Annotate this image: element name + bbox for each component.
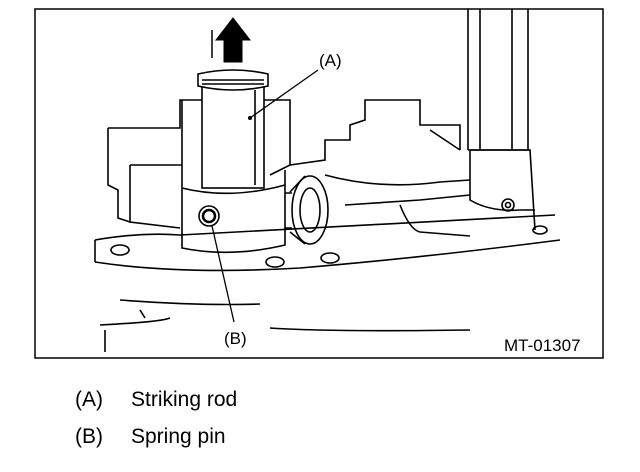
- callout-a: (A): [319, 51, 342, 70]
- figure-code: MT-01307: [504, 336, 581, 355]
- striking-rod: [197, 69, 269, 189]
- up-arrow-icon: [214, 17, 252, 63]
- legend-key-b: (B): [75, 425, 103, 448]
- legend-key-a: (A): [75, 388, 103, 411]
- legend-text-a: Striking rod: [131, 388, 238, 411]
- spring-pin: [198, 205, 220, 227]
- leader-line-b: [211, 225, 235, 323]
- transmission-housing: [94, 9, 561, 352]
- legend-text-b: Spring pin: [131, 425, 226, 448]
- leader-line-a: [249, 69, 319, 119]
- figure-frame: [34, 8, 604, 359]
- legend-item-a: (A) Striking rod: [75, 388, 237, 412]
- legend-item-b: (B) Spring pin: [75, 425, 226, 449]
- callout-b: (B): [224, 329, 247, 348]
